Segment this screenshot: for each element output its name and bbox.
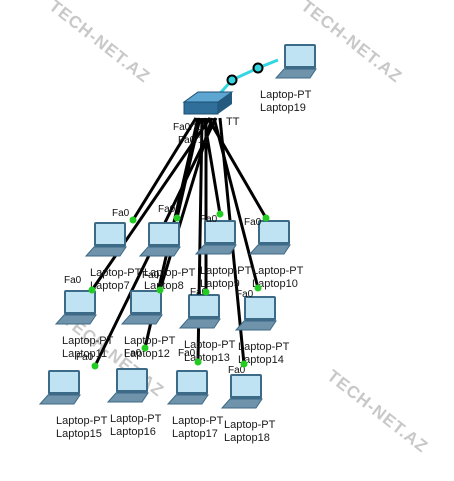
laptop-name-label: Laptop15	[56, 428, 102, 440]
laptop-port-label: Fa0	[236, 289, 254, 300]
laptop-type-label: Laptop-PT	[124, 335, 176, 347]
link-light-icon	[156, 286, 164, 294]
switch-label-fragment: TT	[226, 116, 240, 128]
watermark-top-left: TECH-NET.AZ	[46, 0, 154, 87]
laptop-name-label: Laptop8	[144, 280, 184, 292]
laptop-port-label: Fa0	[178, 348, 196, 359]
laptop-port-label: Fa0	[228, 365, 246, 376]
laptop-icon	[54, 290, 97, 325]
switch[interactable]: TT Fa0/11 Fa0/12	[173, 91, 240, 146]
laptop-type-label: Laptop-PT	[260, 89, 312, 101]
laptop-name-label: Laptop14	[238, 354, 284, 366]
laptop-icon	[120, 290, 163, 325]
laptop-name-label: Laptop19	[260, 102, 306, 114]
laptop-icon	[248, 220, 291, 255]
link-light-icon	[254, 284, 262, 292]
laptop-type-label: Laptop-PT	[144, 267, 196, 279]
laptop-name-label: Laptop9	[200, 278, 240, 290]
laptop-type-label: Laptop-PT	[56, 415, 108, 427]
laptop-type-label: Laptop-PT	[90, 267, 142, 279]
laptop-type-label: Laptop-PT	[184, 339, 236, 351]
cable-link-laptop8	[175, 117, 202, 219]
laptop-icon	[166, 370, 209, 405]
cable-link-laptop7	[131, 117, 198, 221]
laptop-type-label: Laptop-PT	[252, 265, 304, 277]
wireless-link-icon	[212, 58, 279, 102]
laptop-name-label: Laptop10	[252, 278, 298, 290]
link-light-icon	[216, 210, 224, 218]
laptop-port-label: Fa0	[76, 352, 94, 363]
wireless-node-icon	[226, 74, 238, 86]
laptop-type-label: Laptop-PT	[62, 335, 114, 347]
laptop-port-label: Fa0	[124, 348, 142, 359]
link-light-icon	[240, 360, 248, 368]
link-light-icon	[173, 214, 181, 222]
laptop-type-label: Laptop-PT	[110, 413, 162, 425]
laptop-name-label: Laptop12	[124, 348, 170, 360]
link-light-icon	[262, 214, 270, 222]
cable-link-laptop14	[212, 117, 260, 289]
switch-body	[183, 101, 219, 115]
wireless-link	[212, 58, 279, 102]
laptop-group: Laptop-PTLaptop19Laptop-PTLaptop7Fa0Lapt…	[38, 44, 317, 445]
wireless-node-icon	[252, 62, 264, 74]
laptop-port-label: Fa0	[200, 214, 218, 225]
laptop-type-label: Laptop-PT	[224, 419, 276, 431]
laptop-icon	[220, 374, 263, 409]
link-light-icon	[91, 362, 99, 370]
link-light-icon	[129, 216, 137, 224]
link-light-icon	[88, 286, 96, 294]
link-light-icon	[194, 358, 202, 366]
laptop-type-label: Laptop-PT	[200, 265, 252, 277]
laptop-type-label: Laptop-PT	[172, 415, 224, 427]
watermark-bottom-right: TECH-NET.AZ	[324, 366, 432, 456]
switch-side	[218, 92, 232, 114]
laptop-port-label: Fa0	[158, 204, 176, 215]
switch-port-fa0-12: Fa0/12	[178, 135, 210, 146]
laptop-name-label: Laptop17	[172, 428, 218, 440]
laptop-port-label: Fa0	[244, 217, 262, 228]
laptop-icon	[178, 294, 221, 329]
laptop-name-label: Laptop18	[224, 432, 270, 444]
laptop-type-label: Laptop-PT	[238, 341, 290, 353]
watermark-top-right: TECH-NET.AZ	[298, 0, 406, 87]
laptop-port-label: Fa0	[190, 287, 208, 298]
laptop-icon	[106, 368, 149, 403]
laptop-icon	[234, 296, 277, 331]
link-light-icon	[202, 288, 210, 296]
link-light-icon	[141, 344, 149, 352]
laptop-icon	[194, 220, 237, 255]
switch-port-fa0-11: Fa0/11	[173, 122, 204, 133]
laptop-icon	[138, 222, 181, 257]
laptop-icon	[274, 44, 317, 79]
laptop-port-label: Fa0	[142, 270, 160, 281]
laptop-port-label: Fa0	[64, 275, 82, 286]
laptop-name-label: Laptop11	[62, 348, 107, 360]
laptop-name-label: Laptop7	[90, 280, 130, 292]
laptop-icon	[38, 370, 81, 405]
laptop-icon	[84, 222, 127, 257]
laptop-port-label: Fa0	[112, 208, 130, 219]
laptop-name-label: Laptop16	[110, 426, 156, 438]
